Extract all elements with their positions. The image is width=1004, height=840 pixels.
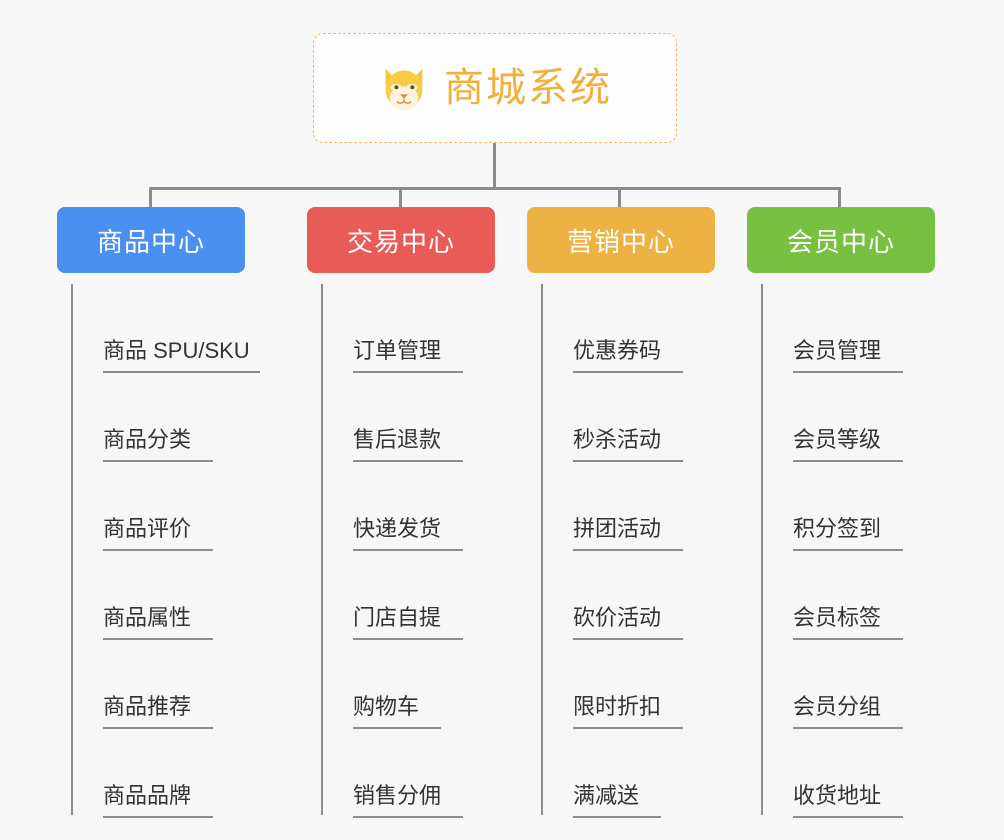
leaf-label: 商品 SPU/SKU — [103, 340, 260, 373]
leaf-label: 售后退款 — [353, 429, 464, 462]
leaf-label: 限时折扣 — [573, 696, 684, 729]
leaf-label: 满减送 — [573, 785, 662, 818]
leaf-label: 商品品牌 — [103, 785, 214, 818]
leaf-list-1: 订单管理 售后退款 快递发货 门店自提 购物车 销售分佣 — [321, 284, 527, 818]
leaf-item[interactable]: 商品品牌 — [71, 729, 307, 818]
leaf-item[interactable]: 快递发货 — [321, 462, 527, 551]
leaf-item[interactable]: 优惠券码 — [541, 284, 747, 373]
category-title-3: 会员中心 — [786, 226, 895, 257]
shiba-dog-icon — [378, 64, 430, 112]
category-header-0[interactable]: 商品中心 — [57, 207, 245, 273]
branch-column-3: 会员中心 会员管理 会员等级 积分签到 会员标签 会员分组 收货地址 — [747, 207, 967, 818]
leaf-label: 拼团活动 — [573, 518, 684, 551]
leaf-label: 秒杀活动 — [573, 429, 684, 462]
category-header-2[interactable]: 营销中心 — [527, 207, 715, 273]
leaf-label: 砍价活动 — [573, 607, 684, 640]
branch-column-1: 交易中心 订单管理 售后退款 快递发货 门店自提 购物车 销售分佣 — [307, 207, 527, 818]
leaf-label: 收货地址 — [793, 785, 904, 818]
leaf-label: 会员等级 — [793, 429, 904, 462]
leaf-item[interactable]: 商品分类 — [71, 373, 307, 462]
leaf-item[interactable]: 商品推荐 — [71, 640, 307, 729]
branch-column-0: 商品中心 商品 SPU/SKU 商品分类 商品评价 商品属性 商品推荐 商品品牌 — [57, 207, 307, 818]
connector-drop-2 — [618, 187, 621, 209]
leaf-spine-0 — [71, 284, 73, 815]
connector-root-stem — [493, 143, 496, 189]
leaf-label: 订单管理 — [353, 340, 464, 373]
leaf-item[interactable]: 会员管理 — [761, 284, 967, 373]
leaf-item[interactable]: 商品 SPU/SKU — [71, 284, 307, 373]
leaf-label: 快递发货 — [353, 518, 464, 551]
leaf-item[interactable]: 会员分组 — [761, 640, 967, 729]
connector-drop-0 — [149, 187, 152, 209]
connector-drop-3 — [838, 187, 841, 209]
leaf-item[interactable]: 砍价活动 — [541, 551, 747, 640]
leaf-label: 商品评价 — [103, 518, 214, 551]
leaf-label: 商品属性 — [103, 607, 214, 640]
leaf-item[interactable]: 售后退款 — [321, 373, 527, 462]
connector-horizontal-bus — [149, 187, 840, 190]
connector-drop-1 — [399, 187, 402, 209]
category-title-1: 交易中心 — [346, 226, 455, 257]
leaf-item[interactable]: 会员标签 — [761, 551, 967, 640]
branch-column-2: 营销中心 优惠券码 秒杀活动 拼团活动 砍价活动 限时折扣 满减送 — [527, 207, 747, 818]
leaf-item[interactable]: 满减送 — [541, 729, 747, 818]
leaf-item[interactable]: 积分签到 — [761, 462, 967, 551]
root-node[interactable]: 商城系统 — [313, 33, 677, 143]
leaf-item[interactable]: 销售分佣 — [321, 729, 527, 818]
leaf-label: 会员管理 — [793, 340, 904, 373]
category-title-2: 营销中心 — [566, 226, 675, 257]
leaf-item[interactable]: 秒杀活动 — [541, 373, 747, 462]
leaf-label: 商品推荐 — [103, 696, 214, 729]
leaf-label: 商品分类 — [103, 429, 214, 462]
leaf-list-2: 优惠券码 秒杀活动 拼团活动 砍价活动 限时折扣 满减送 — [541, 284, 747, 818]
leaf-spine-3 — [761, 284, 763, 815]
leaf-item[interactable]: 购物车 — [321, 640, 527, 729]
leaf-list-3: 会员管理 会员等级 积分签到 会员标签 会员分组 收货地址 — [761, 284, 967, 818]
leaf-item[interactable]: 会员等级 — [761, 373, 967, 462]
leaf-label: 会员标签 — [793, 607, 904, 640]
leaf-spine-1 — [321, 284, 323, 815]
category-title-0: 商品中心 — [96, 226, 205, 257]
leaf-label: 会员分组 — [793, 696, 904, 729]
leaf-label: 购物车 — [353, 696, 442, 729]
leaf-item[interactable]: 收货地址 — [761, 729, 967, 818]
leaf-label: 优惠券码 — [573, 340, 684, 373]
leaf-spine-2 — [541, 284, 543, 815]
leaf-item[interactable]: 商品属性 — [71, 551, 307, 640]
leaf-item[interactable]: 门店自提 — [321, 551, 527, 640]
leaf-label: 销售分佣 — [353, 785, 464, 818]
leaf-item[interactable]: 拼团活动 — [541, 462, 747, 551]
category-header-3[interactable]: 会员中心 — [747, 207, 935, 273]
leaf-label: 积分签到 — [793, 518, 904, 551]
leaf-list-0: 商品 SPU/SKU 商品分类 商品评价 商品属性 商品推荐 商品品牌 — [71, 284, 307, 818]
leaf-item[interactable]: 订单管理 — [321, 284, 527, 373]
leaf-item[interactable]: 商品评价 — [71, 462, 307, 551]
leaf-item[interactable]: 限时折扣 — [541, 640, 747, 729]
root-title: 商城系统 — [444, 66, 612, 110]
leaf-label: 门店自提 — [353, 607, 464, 640]
category-header-1[interactable]: 交易中心 — [307, 207, 495, 273]
